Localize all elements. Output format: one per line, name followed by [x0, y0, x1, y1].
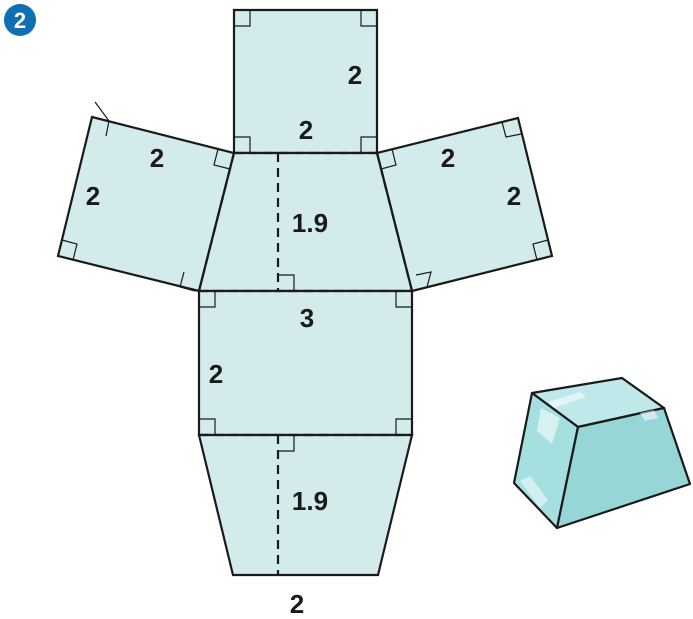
fold-left [197, 152, 236, 292]
label-left-square-left: 2 [86, 181, 100, 211]
badge-circle [4, 4, 36, 36]
label-lower-trapezoid-bottom: 2 [290, 589, 304, 619]
net-faces [56, 8, 554, 577]
label-left-square-top: 2 [150, 143, 164, 173]
label-top-square-bottom: 2 [299, 115, 313, 145]
label-upper-trapezoid-height: 1.9 [292, 208, 328, 238]
label-top-square-side: 2 [348, 60, 362, 90]
label-lower-trapezoid-height: 1.9 [292, 486, 328, 516]
fold-lines [197, 151, 414, 575]
label-right-square-right: 2 [507, 181, 521, 211]
frustum-front-face [555, 406, 692, 530]
badge-number: 2 [14, 8, 26, 33]
highlight-right [640, 410, 658, 421]
highlight-bottom-left [520, 476, 548, 508]
problem-number-badge: 2 [4, 4, 36, 36]
dimension-labels: 2 2 2 2 2 2 1.9 3 2 1.9 2 [86, 60, 521, 619]
label-base-width: 3 [300, 303, 314, 333]
fold-right [375, 152, 414, 292]
right-angle-markers [61, 10, 549, 452]
label-base-height: 2 [209, 359, 223, 389]
label-right-square-top: 2 [441, 143, 455, 173]
highlight-top [548, 392, 586, 408]
frustum-solid [512, 376, 692, 530]
highlight-left [537, 408, 560, 444]
